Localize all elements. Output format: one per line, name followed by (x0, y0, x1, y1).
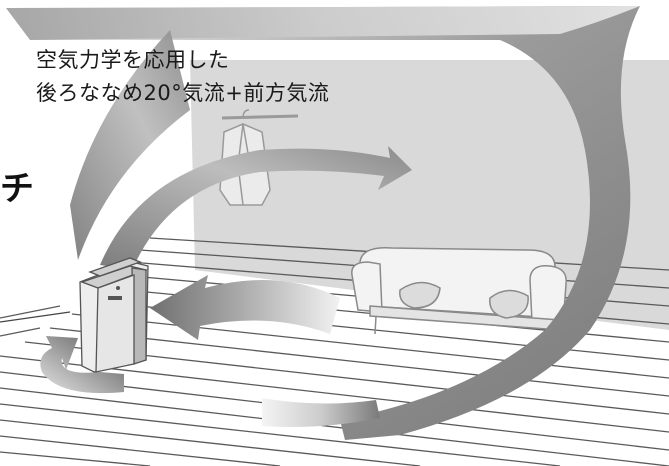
airflow-arrow-icon (100, 146, 412, 270)
caption-line-2: 後ろななめ20°気流+前方気流 (36, 81, 330, 105)
airflow-arrow-icon (6, 6, 640, 40)
airflow-arrow-icon (262, 398, 380, 427)
airflow-arrow-icon (6, 6, 640, 440)
airflow-arrow-icon (40, 336, 125, 394)
airflow-arrow-icon (70, 30, 190, 260)
pointer-line (0, 311, 71, 323)
airflow-arrow-icon (150, 275, 340, 340)
caption-line-1: 空気力学を応用した (36, 48, 230, 72)
sofa-icon (351, 247, 567, 347)
air-purifier-icon (79, 257, 149, 373)
airflow-caption: 空気力学を応用した 後ろななめ20°気流+前方気流 (36, 44, 329, 110)
cropped-heading-fragment: チ (0, 169, 34, 209)
